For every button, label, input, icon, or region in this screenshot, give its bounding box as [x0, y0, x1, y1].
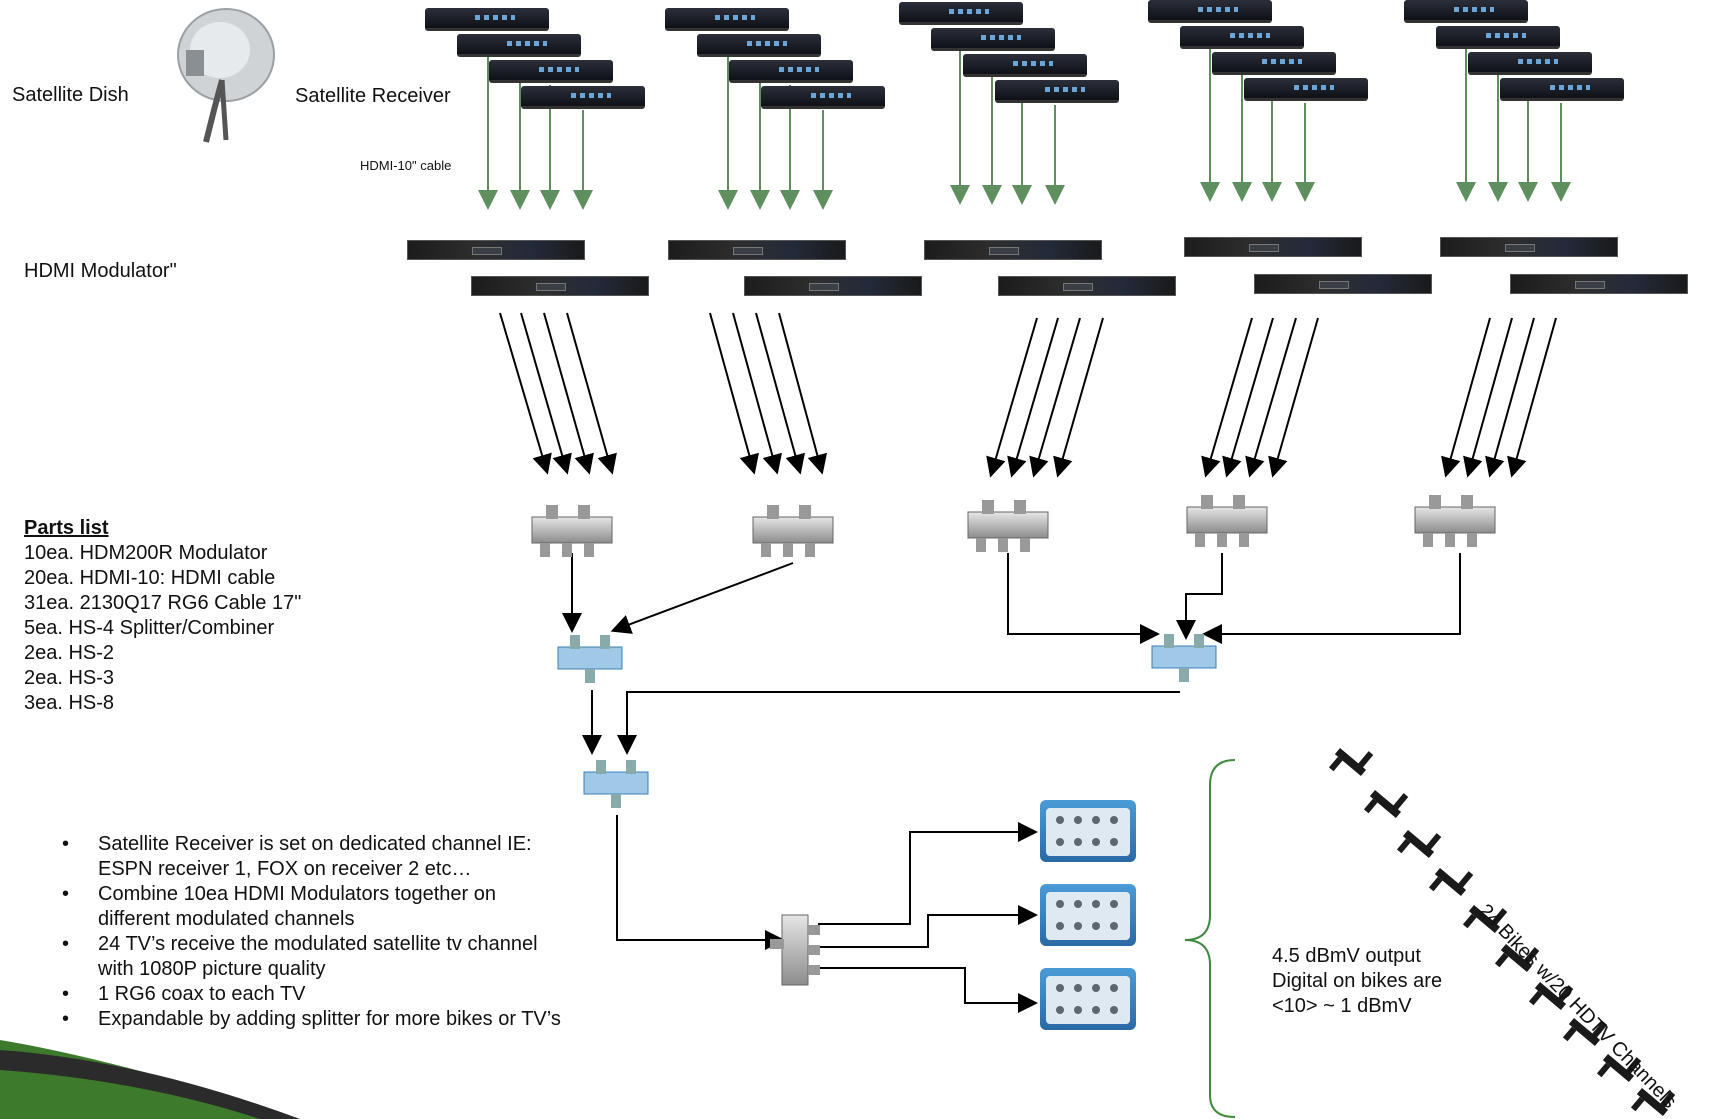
satellite-receiver — [1436, 26, 1560, 49]
output-line: 4.5 dBmV output — [1272, 945, 1421, 967]
parts-list-item: 5ea. HS-4 Splitter/Combiner — [24, 617, 275, 639]
hs2-splitter-icons — [557, 634, 1217, 808]
satellite-receiver — [521, 86, 645, 109]
satellite-receiver — [1180, 26, 1304, 49]
bike-icons — [1328, 748, 1676, 1116]
output-line: Digital on bikes are — [1272, 970, 1443, 992]
satellite-receiver-label: Satellite Receiver — [295, 85, 451, 107]
bikes-group-brace — [1184, 759, 1236, 1118]
satellite-receiver — [761, 86, 885, 109]
satellite-receiver — [457, 34, 581, 57]
hdmi-cable-label: HDMI-10" cable — [360, 158, 452, 173]
coax-arrows-to-splitters — [499, 312, 1557, 478]
hdmi-modulator — [471, 276, 649, 296]
satellite-receiver — [729, 60, 853, 83]
hdmi-modulator — [1440, 237, 1618, 257]
satellite-receiver — [1212, 52, 1336, 75]
satellite-receiver — [931, 28, 1055, 51]
satellite-receiver — [1244, 78, 1368, 101]
note-item: Combine 10ea HDMI Modulators together on… — [62, 882, 562, 932]
parts-list-item: 20ea. HDMI-10: HDMI cable — [24, 567, 276, 589]
satellite-receiver — [899, 2, 1023, 25]
hdmi-modulator — [998, 276, 1176, 296]
notes-list: Satellite Receiver is set on dedicated c… — [62, 832, 562, 1032]
hdmi-modulator — [744, 276, 922, 296]
parts-list-item: 2ea. HS-3 — [24, 667, 115, 689]
hdmi-modulator — [1510, 274, 1688, 294]
parts-list-item: 3ea. HS-8 — [24, 692, 115, 714]
satellite-receiver — [1148, 0, 1272, 23]
note-item: 24 TV’s receive the modulated satellite … — [62, 932, 562, 982]
satellite-receiver — [995, 80, 1119, 103]
hdmi-modulator — [924, 240, 1102, 260]
satellite-receiver — [963, 54, 1087, 77]
parts-list-heading: Parts list — [24, 517, 109, 539]
output-spec: 4.5 dBmV output Digital on bikes are <10… — [1272, 944, 1442, 1019]
hs4-splitter-icons — [531, 495, 1496, 557]
hdmi-modulator-label: HDMI Modulator" — [24, 260, 177, 282]
hdmi-modulator — [407, 240, 585, 260]
hdmi-cable-arrows — [478, 28, 1571, 210]
hdmi-modulator — [1254, 274, 1432, 294]
satellite-dish-icon — [177, 8, 275, 143]
output-line: <10> ~ 1 dBmV — [1272, 995, 1412, 1017]
hdmi-modulator — [668, 240, 846, 260]
satellite-dish-label: Satellite Dish — [12, 84, 129, 106]
parts-list-item: 2ea. HS-2 — [24, 642, 115, 664]
footer-swoosh-shadow — [0, 1050, 300, 1119]
satellite-receiver — [665, 8, 789, 31]
note-item: Satellite Receiver is set on dedicated c… — [62, 832, 562, 882]
satellite-receiver — [697, 34, 821, 57]
parts-list: Parts list 10ea. HDM200R Modulator 20ea.… — [24, 516, 301, 716]
parts-list-item: 10ea. HDM200R Modulator — [24, 542, 268, 564]
note-item: 1 RG6 coax to each TV — [62, 982, 562, 1007]
hs8-splitter-icons — [1040, 800, 1136, 1030]
satellite-receiver — [1468, 52, 1592, 75]
satellite-receiver — [489, 60, 613, 83]
satellite-receiver — [1404, 0, 1528, 23]
satellite-receiver — [1500, 78, 1624, 101]
parts-list-item: 31ea. 2130Q17 RG6 Cable 17" — [24, 592, 302, 614]
hs3-splitter-icon — [770, 914, 820, 986]
coax-routing — [562, 553, 1461, 1013]
satellite-receiver — [425, 8, 549, 31]
hdmi-modulator — [1184, 237, 1362, 257]
note-item: Expandable by adding splitter for more b… — [62, 1007, 562, 1032]
